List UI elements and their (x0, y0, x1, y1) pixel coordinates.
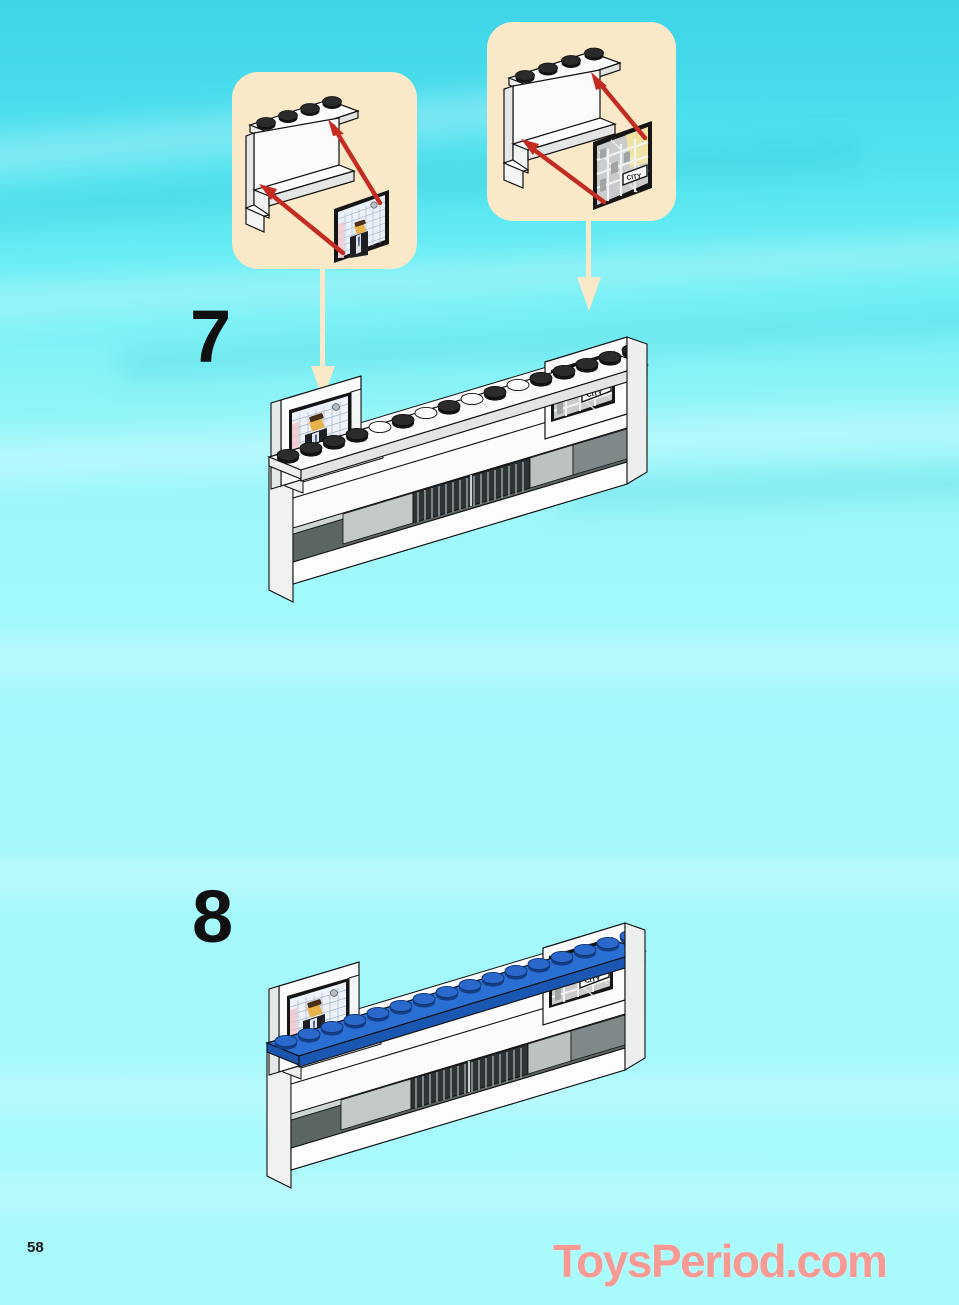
step-8-assembly: CITY (265, 922, 647, 1189)
stud-row (276, 343, 645, 464)
top-plate-white (267, 343, 649, 482)
stud (278, 110, 298, 123)
panel-brick-right (502, 47, 622, 189)
step-number-7: 7 (190, 295, 231, 378)
stud (538, 62, 558, 76)
map-city-label-text: CITY (586, 390, 603, 399)
callout-right-illustration: CITY (502, 47, 652, 210)
background-streak (0, 138, 860, 228)
step-7-assembly: CITY (267, 336, 649, 603)
background-streak (0, 640, 959, 680)
assembly-arrow-red (259, 119, 383, 256)
stud-row (274, 929, 643, 1050)
callout-connector-arrow-right (577, 218, 601, 311)
callout-left-illustration (244, 96, 389, 263)
panel-brick-left (244, 96, 360, 233)
map-city-label: CITY (622, 163, 648, 187)
stud (300, 103, 320, 116)
stud (256, 117, 276, 130)
callout-box-left (232, 72, 417, 269)
sticker-office-window (334, 190, 389, 263)
sticker-city-map: CITY (593, 121, 652, 210)
callout-box-right: CITY (487, 22, 676, 221)
stud (584, 47, 604, 61)
map-city-label-text: CITY (626, 173, 642, 182)
map-city-label-text: CITY (584, 976, 601, 985)
stud (515, 70, 535, 83)
stud (561, 55, 581, 68)
stud (322, 96, 342, 109)
grille-panel (412, 457, 531, 524)
page-number: 58 (27, 1239, 44, 1256)
minifigure-in-window (350, 219, 368, 258)
site-watermark: ToysPeriod.com (553, 1235, 888, 1287)
callout-connector-arrow-left (311, 266, 335, 399)
step-number-8: 8 (192, 875, 233, 958)
assembly-arrow-red (521, 72, 648, 205)
